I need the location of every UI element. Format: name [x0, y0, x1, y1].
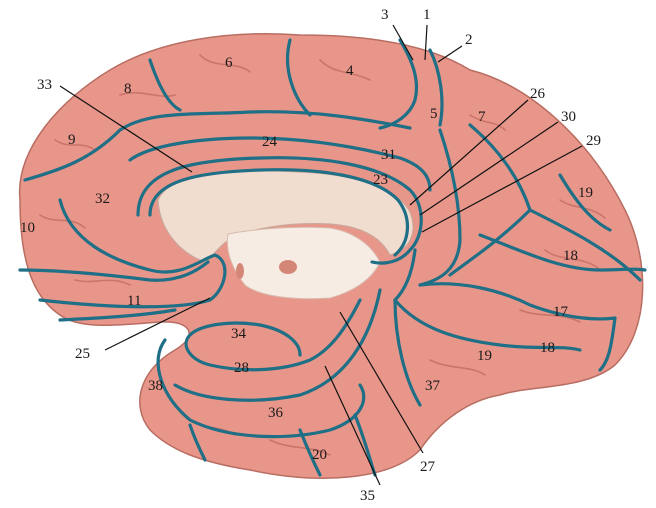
label-24: 24	[262, 134, 278, 150]
label-19-lower: 19	[477, 348, 492, 364]
label-8: 8	[124, 81, 132, 97]
label-34: 34	[231, 326, 247, 342]
label-10: 10	[20, 220, 35, 236]
label-6: 6	[225, 55, 233, 71]
ventricle-opening	[236, 263, 244, 279]
label-20: 20	[312, 447, 327, 463]
label-5: 5	[430, 106, 438, 122]
label-37: 37	[425, 378, 441, 394]
label-3: 3	[381, 7, 389, 23]
label-18-upper: 18	[563, 248, 578, 264]
label-38: 38	[148, 378, 163, 394]
label-32: 32	[95, 191, 110, 207]
label-9: 9	[68, 132, 76, 148]
label-29: 29	[586, 133, 601, 149]
label-27: 27	[420, 459, 436, 475]
label-7: 7	[478, 109, 486, 125]
label-23: 23	[373, 172, 388, 188]
label-31: 31	[381, 147, 396, 163]
label-25: 25	[75, 346, 90, 362]
interventricular-foramen	[279, 260, 297, 274]
label-28: 28	[234, 360, 249, 376]
label-2: 2	[465, 32, 473, 48]
label-33: 33	[37, 77, 52, 93]
label-18-lower: 18	[540, 340, 555, 356]
label-4: 4	[346, 63, 354, 79]
label-26: 26	[530, 86, 546, 102]
label-17: 17	[553, 304, 569, 320]
label-30: 30	[561, 109, 576, 125]
label-1: 1	[423, 7, 431, 23]
label-35: 35	[360, 488, 375, 504]
label-11: 11	[127, 293, 141, 309]
label-19-upper: 19	[578, 185, 593, 201]
label-36: 36	[268, 405, 284, 421]
